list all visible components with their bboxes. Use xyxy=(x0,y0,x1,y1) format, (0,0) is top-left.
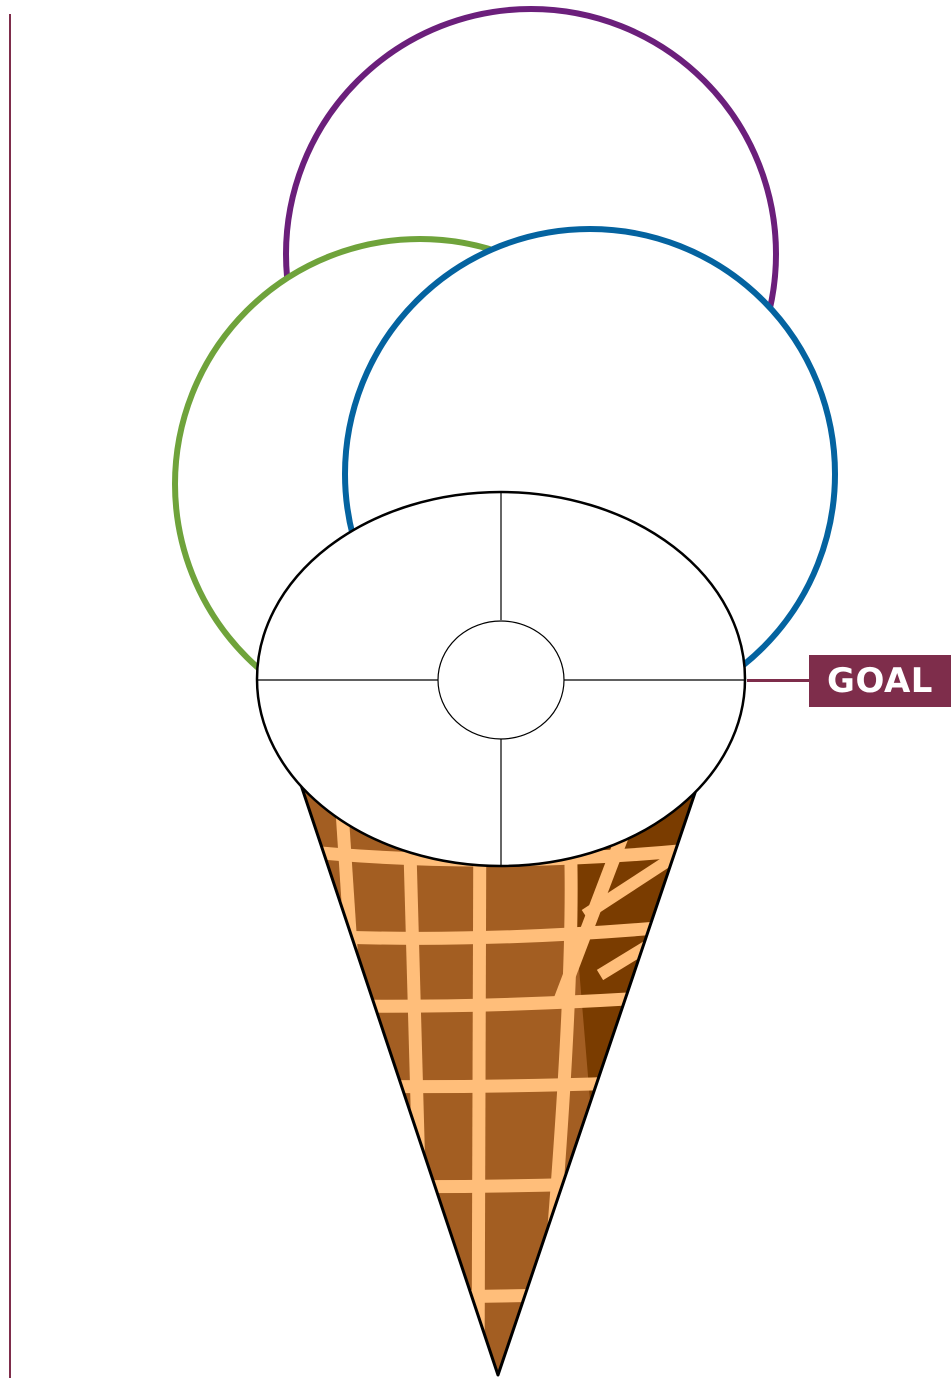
goal-plate xyxy=(257,492,745,866)
goal-connector-line xyxy=(747,679,809,682)
goal-label: GOAL xyxy=(809,655,951,707)
plate-center-circle xyxy=(438,621,564,739)
